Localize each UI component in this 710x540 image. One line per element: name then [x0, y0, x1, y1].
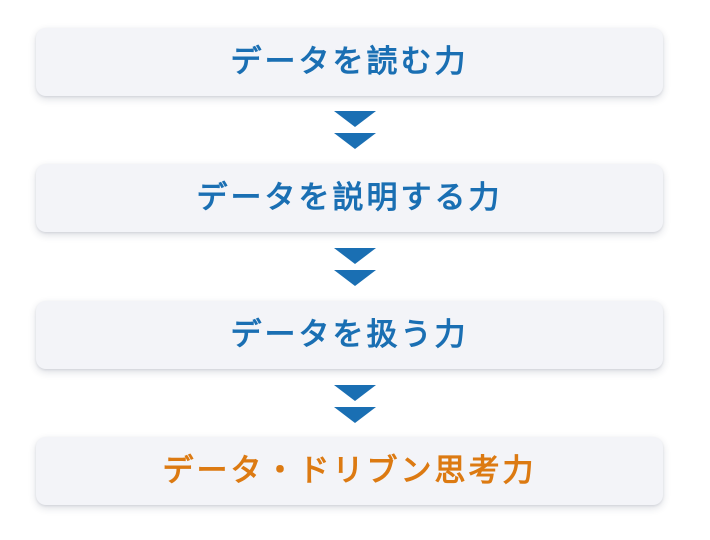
- down-arrow-icon: [334, 111, 376, 151]
- step-box-explain-data: データを説明する力: [36, 164, 663, 232]
- down-arrow-icon: [334, 385, 376, 425]
- step-box-handle-data: データを扱う力: [36, 301, 663, 369]
- down-arrow-icon: [334, 248, 376, 288]
- step-label-read-data: データを読む力: [230, 43, 469, 80]
- step-label-data-driven-thinking: データ・ドリブン思考力: [162, 452, 537, 489]
- step-label-explain-data: データを説明する力: [196, 179, 503, 216]
- step-box-data-driven-thinking: データ・ドリブン思考力: [36, 437, 663, 505]
- step-box-read-data: データを読む力: [36, 28, 663, 96]
- step-label-handle-data: データを扱う力: [230, 316, 469, 353]
